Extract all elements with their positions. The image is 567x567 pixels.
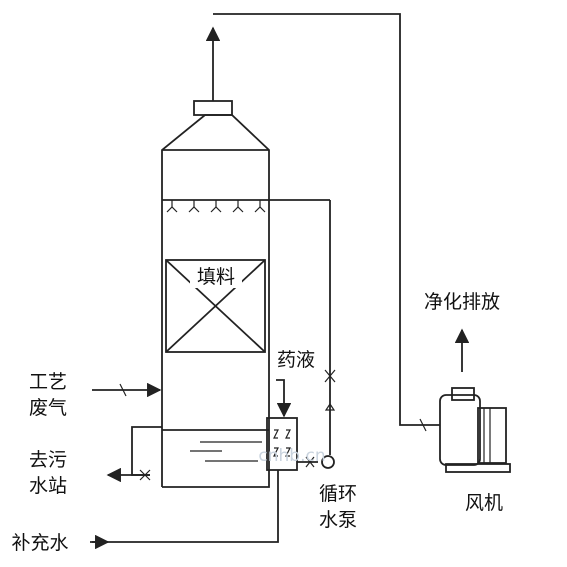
- process-gas-label-2: 废气: [29, 397, 67, 419]
- circulation-loop: [297, 200, 336, 469]
- process-gas-label-1: 工艺: [29, 371, 67, 393]
- sewage-label-2: 水站: [29, 475, 67, 497]
- sump-water: [162, 429, 269, 462]
- packing-section: 填料: [165, 259, 266, 353]
- makeup-water-line: [90, 470, 279, 550]
- chemical-label: 药液: [277, 349, 315, 371]
- makeup-water-label: 补充水: [11, 532, 68, 554]
- exhaust-duct: [205, 13, 440, 432]
- packing-label: 填料: [197, 266, 235, 288]
- fan-label: 风机: [465, 492, 503, 514]
- gas-inlet: [92, 382, 162, 398]
- pump-label-2: 水泵: [319, 509, 357, 531]
- sewage-label-1: 去污: [29, 449, 67, 471]
- pump-icon: [321, 455, 335, 469]
- tower-outlet: [193, 100, 233, 116]
- exhaust-label: 净化排放: [424, 291, 500, 313]
- watermark: cnhb.cn: [258, 446, 325, 466]
- chemical-feed: [276, 379, 292, 418]
- pump-label-1: 循环: [319, 483, 357, 505]
- scrubber-tower: [161, 100, 270, 488]
- spray-header: [162, 199, 330, 213]
- sewage-line: [106, 426, 162, 483]
- dosing-tank: [266, 417, 298, 471]
- fan-icon: [439, 387, 511, 473]
